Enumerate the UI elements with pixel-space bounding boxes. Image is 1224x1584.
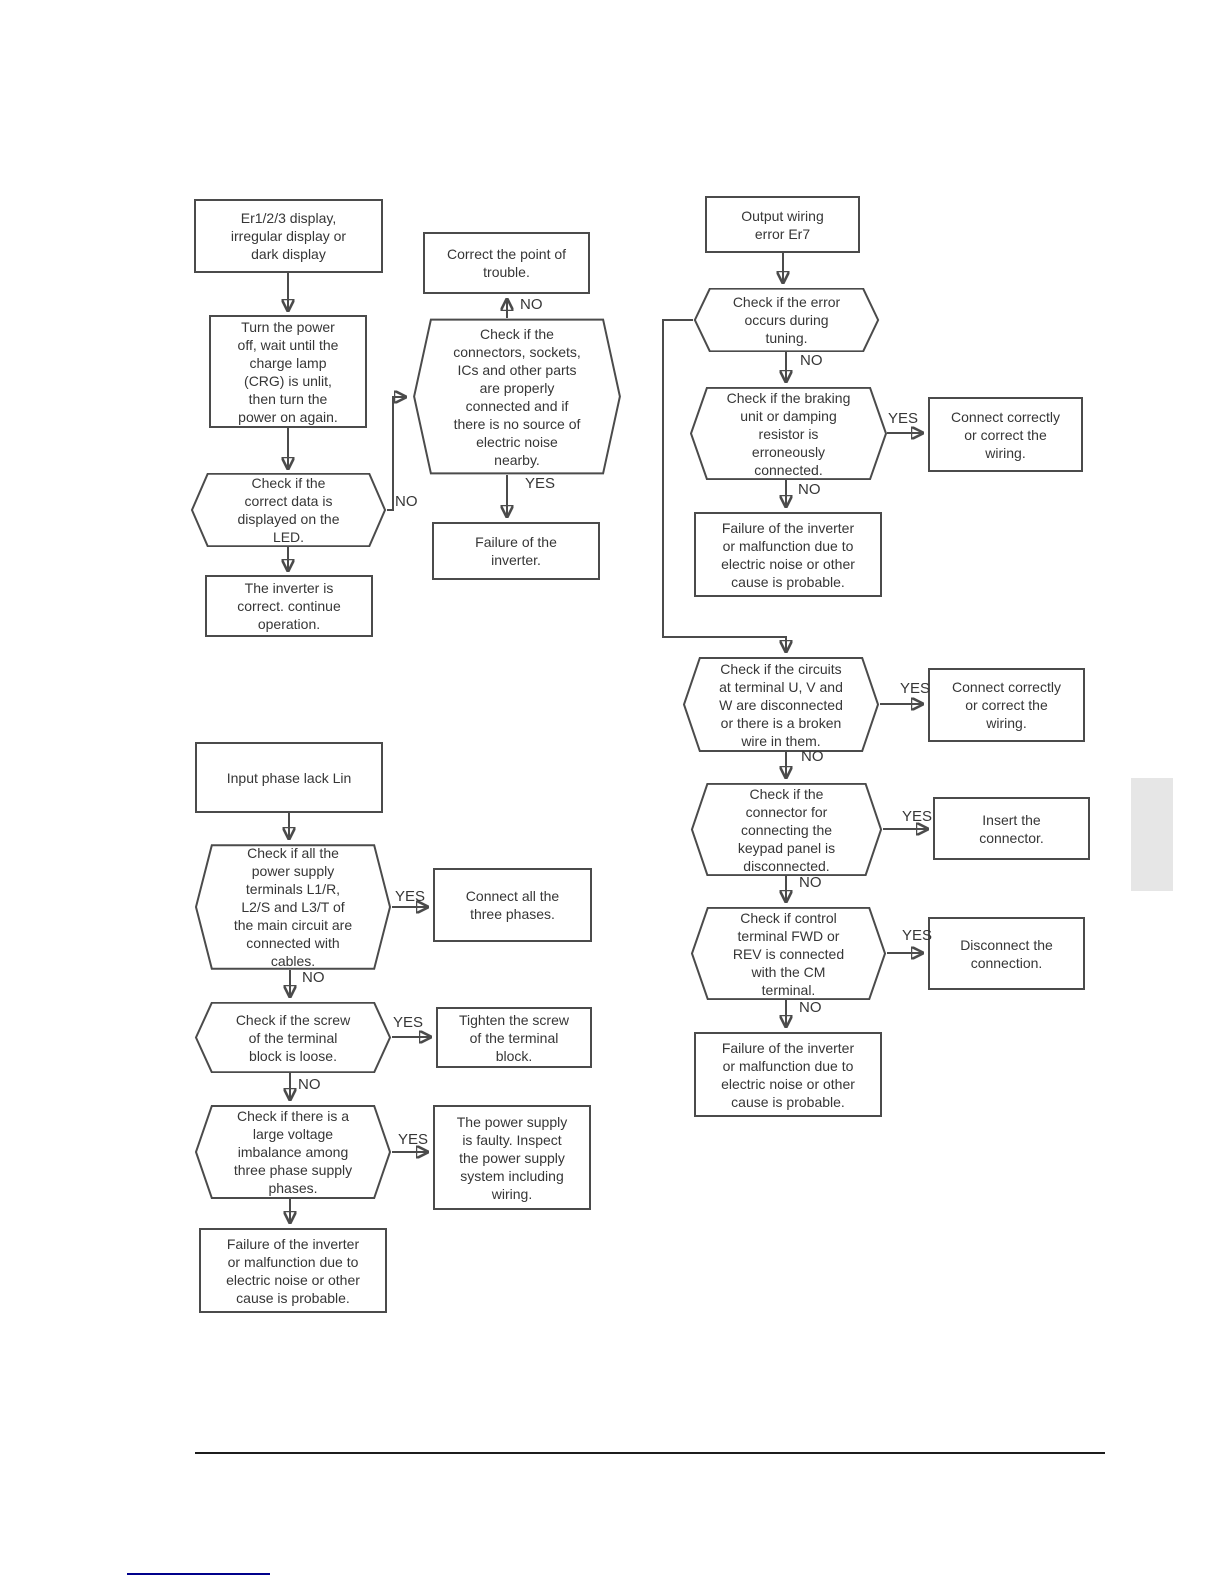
edge-checkled-no-to-checkconnectors bbox=[387, 397, 405, 511]
node-check-fwd-rev-decision: Check if control terminal FWD or REV is … bbox=[690, 907, 887, 1000]
hexagon-shape bbox=[682, 657, 880, 752]
edge-label-yes: YES bbox=[902, 927, 933, 944]
hexagon-shape bbox=[689, 387, 888, 480]
node-inverter-failure: Failure of the inverter. bbox=[432, 522, 600, 580]
node-label: Check if the circuits at terminal U, V a… bbox=[719, 660, 843, 749]
edge-label-no: NO bbox=[520, 296, 543, 313]
node-label: Tighten the screw of the terminal block. bbox=[459, 1011, 569, 1064]
hexagon-shape bbox=[194, 1002, 392, 1073]
node-label: Er1/2/3 display, irregular display or da… bbox=[230, 210, 347, 262]
node-label: Check if the connectors, sockets, ICs an… bbox=[453, 325, 581, 468]
node-label: Insert the connector. bbox=[979, 811, 1044, 846]
edge-label-no: NO bbox=[302, 969, 325, 986]
page-margin-tab bbox=[1131, 778, 1173, 891]
node-label: Check if there is a large voltage imbala… bbox=[233, 1108, 353, 1196]
edge-label-yes: YES bbox=[525, 475, 556, 492]
node-label: Connect all the three phases. bbox=[465, 888, 560, 922]
edge-label-yes: YES bbox=[395, 888, 426, 905]
node-label: The power supply is faulty. Inspect the … bbox=[456, 1113, 568, 1202]
node-label: Disconnect the connection. bbox=[960, 936, 1053, 971]
node-label: Check if the braking unit or damping res… bbox=[726, 389, 851, 478]
hexagon-shape bbox=[194, 1105, 392, 1199]
hexagon-shape bbox=[412, 318, 622, 475]
node-er7-start: Output wiring error Er7 bbox=[705, 196, 860, 253]
node-label: Correct the point of trouble. bbox=[446, 246, 567, 280]
node-check-terminals-decision: Check if all the power supply terminals … bbox=[194, 844, 392, 970]
edge-label-no: NO bbox=[799, 999, 822, 1016]
node-label: Failure of the inverter or malfunction d… bbox=[721, 519, 855, 590]
node-check-tuning-decision: Check if the error occurs during tuning. bbox=[693, 288, 880, 352]
node-label: Check if the screw of the terminal block… bbox=[235, 1011, 351, 1064]
node-label: Check if control terminal FWD or REV is … bbox=[732, 909, 845, 998]
node-check-screw-decision: Check if the screw of the terminal block… bbox=[194, 1002, 392, 1073]
node-label: Failure of the inverter. bbox=[475, 534, 557, 568]
node-failure-probable-2: Failure of the inverter or malfunction d… bbox=[694, 1032, 882, 1117]
node-label: Check if the correct data is displayed o… bbox=[237, 475, 340, 545]
node-check-led-decision: Check if the correct data is displayed o… bbox=[190, 473, 387, 547]
edge-label-no: NO bbox=[799, 874, 822, 891]
node-input-phase-start: Input phase lack Lin bbox=[195, 742, 383, 813]
node-display-error-start: Er1/2/3 display, irregular display or da… bbox=[194, 199, 383, 273]
node-connect-wiring-1: Connect correctly or correct the wiring. bbox=[928, 397, 1083, 472]
footnote-line bbox=[127, 1573, 270, 1575]
hexagon-shape bbox=[693, 288, 880, 352]
edge-label-yes: YES bbox=[900, 680, 931, 697]
node-check-circuits-decision: Check if the circuits at terminal U, V a… bbox=[682, 657, 880, 752]
hexagon-shape bbox=[190, 473, 387, 547]
edge-label-no: NO bbox=[395, 493, 418, 510]
node-label: Failure of the inverter or malfunction d… bbox=[226, 1235, 360, 1306]
node-inverter-ok: The inverter is correct. continue operat… bbox=[205, 575, 373, 637]
edge-checktuning-yes-to-checkcircuits bbox=[662, 319, 786, 651]
node-label: The inverter is correct. continue operat… bbox=[237, 580, 341, 632]
node-check-connectors-decision: Check if the connectors, sockets, ICs an… bbox=[412, 318, 622, 475]
edge-label-no: NO bbox=[801, 748, 824, 765]
edge-label-yes: YES bbox=[902, 808, 933, 825]
node-connect-phases: Connect all the three phases. bbox=[433, 868, 592, 942]
node-label: Check if the connector for connecting th… bbox=[737, 785, 836, 874]
node-disconnect-connection: Disconnect the connection. bbox=[928, 917, 1085, 990]
node-connect-wiring-2: Connect correctly or correct the wiring. bbox=[928, 668, 1085, 742]
node-label: Turn the power off, wait until the charg… bbox=[237, 318, 339, 425]
hexagon-shape bbox=[690, 907, 887, 1000]
edge-label-yes: YES bbox=[888, 410, 919, 427]
node-power-cycle: Turn the power off, wait until the charg… bbox=[209, 315, 367, 428]
node-label: Failure of the inverter or malfunction d… bbox=[721, 1039, 855, 1110]
edge-label-yes: YES bbox=[393, 1014, 424, 1031]
node-label: Input phase lack Lin bbox=[226, 769, 352, 786]
node-failure-probable-1: Failure of the inverter or malfunction d… bbox=[694, 512, 882, 597]
node-label: Check if all the power supply terminals … bbox=[233, 845, 353, 969]
hexagon-shape bbox=[194, 844, 392, 970]
footer-rule bbox=[195, 1452, 1105, 1454]
node-check-keypad-decision: Check if the connector for connecting th… bbox=[690, 783, 883, 876]
node-correct-trouble: Correct the point of trouble. bbox=[423, 232, 590, 294]
node-failure-probable-3: Failure of the inverter or malfunction d… bbox=[199, 1228, 387, 1313]
edge-label-no: NO bbox=[798, 481, 821, 498]
edge-label-no: NO bbox=[298, 1076, 321, 1093]
node-label: Connect correctly or correct the wiring. bbox=[951, 408, 1060, 461]
node-label: Check if the error occurs during tuning. bbox=[732, 294, 841, 346]
node-tighten-screw: Tighten the screw of the terminal block. bbox=[436, 1007, 592, 1068]
node-supply-faulty: The power supply is faulty. Inspect the … bbox=[433, 1105, 591, 1210]
node-label: Output wiring error Er7 bbox=[741, 207, 824, 242]
edge-label-yes: YES bbox=[398, 1131, 429, 1148]
node-label: Connect correctly or correct the wiring. bbox=[952, 679, 1061, 731]
edge-label-no: NO bbox=[800, 352, 823, 369]
hexagon-shape bbox=[690, 783, 883, 876]
node-check-braking-decision: Check if the braking unit or damping res… bbox=[689, 387, 888, 480]
node-insert-connector: Insert the connector. bbox=[933, 797, 1090, 860]
node-check-imbalance-decision: Check if there is a large voltage imbala… bbox=[194, 1105, 392, 1199]
